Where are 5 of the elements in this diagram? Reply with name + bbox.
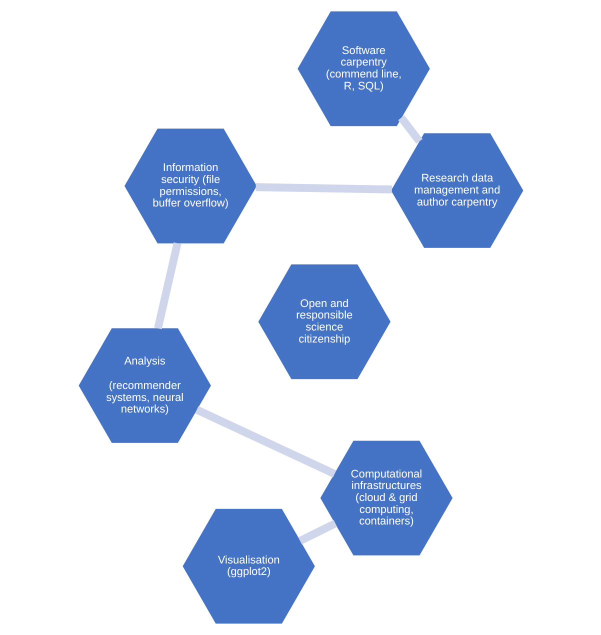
connector bbox=[154, 242, 181, 330]
connector bbox=[255, 183, 392, 194]
connector bbox=[194, 406, 336, 478]
connector bbox=[298, 520, 337, 544]
connector bbox=[398, 115, 422, 144]
